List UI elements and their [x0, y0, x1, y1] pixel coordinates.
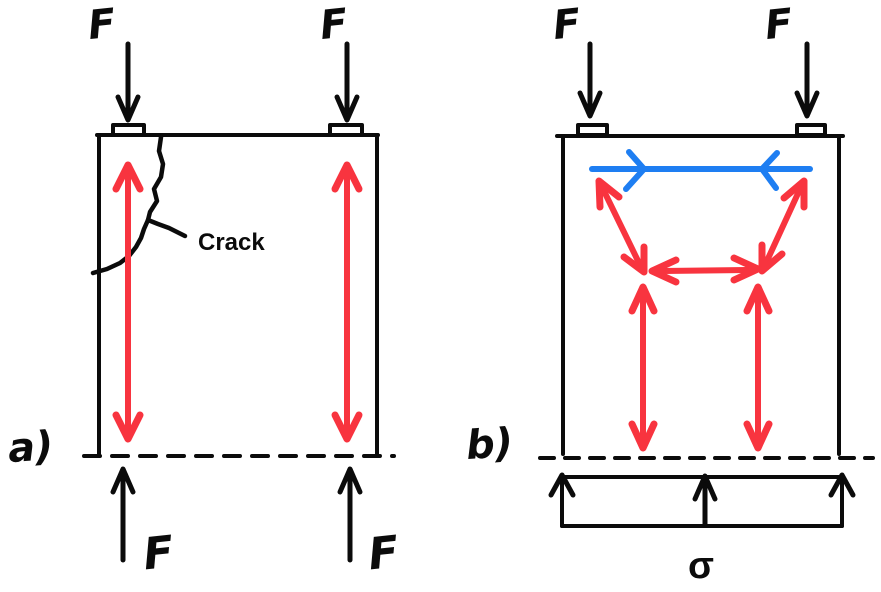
- arrowhead-down: [112, 411, 144, 443]
- arrowhead-up: [743, 283, 773, 315]
- crack-branch-path: [145, 217, 188, 239]
- arrowhead-up: [112, 161, 144, 193]
- arrowhead-down: [794, 90, 820, 119]
- arrowhead-up: [110, 466, 136, 495]
- panel-a-wall-outline: [82, 123, 396, 458]
- panel-b-diagonal-double-arrow-right: [758, 177, 808, 275]
- panel-a-vertical-double-arrow-right: [331, 161, 363, 443]
- double-arrow-stem: [763, 186, 803, 266]
- panel-a-load-arrow-left: [115, 41, 141, 123]
- arrowhead-up-left: [595, 177, 623, 211]
- arrowhead-down: [743, 420, 773, 452]
- panel-a-load-arrow-right: [334, 41, 360, 123]
- panel-b-horizontal-double-arrow: [648, 254, 762, 286]
- sigma-label: σ: [688, 545, 714, 587]
- panel-b-vertical-double-arrow-left: [628, 283, 658, 452]
- panel-b-load-arrow-left: [577, 41, 603, 119]
- ink-strokes: [82, 41, 875, 563]
- arrowhead-up: [331, 161, 363, 193]
- double-arrow-stem: [660, 267, 750, 274]
- arrowhead-down-right: [620, 243, 648, 276]
- panel-a-reaction-label-left: F: [141, 527, 176, 581]
- panel-b-load-arrow-right: [794, 41, 820, 119]
- arrowhead-right: [730, 254, 762, 284]
- panel-b-wall-outline: [538, 123, 875, 460]
- arrowhead-up-right: [780, 177, 808, 211]
- arrowhead-right: [623, 149, 647, 192]
- panel-b-label: b): [465, 420, 515, 469]
- panel-a-bearing-plate-left: [111, 123, 146, 137]
- arrowhead-left: [648, 256, 680, 286]
- arrowhead-left: [759, 150, 780, 191]
- panel-a-reaction-arrow-left: [110, 466, 136, 563]
- arrowhead-down-left: [758, 241, 786, 275]
- panel-a-reaction-arrow-right: [337, 466, 363, 563]
- panel-a-vertical-double-arrow-left: [112, 161, 144, 443]
- arrowhead-down: [331, 411, 363, 443]
- panel-b-diagonal-double-arrow-left: [595, 177, 648, 276]
- arrowhead-up: [337, 466, 363, 495]
- labels: F F Crack a) F F F F b) σ: [6, 1, 794, 587]
- panel-a-label: a): [6, 423, 54, 472]
- red-stress-arrows: [112, 161, 808, 452]
- panel-b-bearing-plate-right: [795, 123, 827, 137]
- double-arrow-stem: [600, 186, 643, 268]
- panel-a-reaction-label-right: F: [366, 527, 401, 581]
- stress-arrowhead-middle: [692, 473, 718, 502]
- panel-a-load-label-left: F: [86, 1, 118, 50]
- arrowhead-down: [628, 420, 658, 452]
- crack-label: Crack: [198, 229, 265, 256]
- panel-a-bearing-plate-right: [328, 123, 364, 137]
- arrowhead-down: [577, 90, 603, 119]
- stress-arrowhead-right: [828, 472, 856, 498]
- panel-a-crack: [90, 134, 188, 276]
- arrowhead-up: [628, 283, 658, 315]
- panel-b-bearing-plate-left: [576, 123, 609, 137]
- panel-b-load-label-right: F: [763, 1, 795, 50]
- panel-b-load-label-left: F: [551, 1, 583, 50]
- stress-arrowhead-left: [548, 472, 576, 498]
- panel-b-vertical-double-arrow-right: [743, 283, 773, 452]
- blue-compression-tie: [589, 149, 813, 192]
- panel-b-stress-block: [548, 472, 856, 528]
- panel-a-load-label-right: F: [318, 1, 350, 50]
- arrowhead-down: [115, 94, 141, 123]
- arrowhead-down: [334, 94, 360, 123]
